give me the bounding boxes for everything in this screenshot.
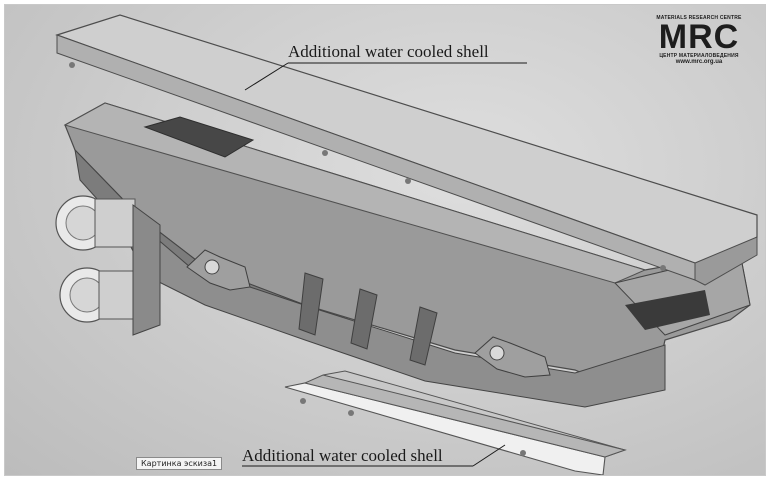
logo-url: www.mrc.org.ua	[675, 59, 723, 65]
mounting-brackets	[186, 249, 551, 378]
cad-assembly-drawing	[55, 14, 758, 475]
main-housing	[63, 102, 751, 408]
mrc-logo: MATERIALS RESEARCH CENTRE MRC ЦЕНТР МАТЕ…	[643, 15, 755, 65]
label-top-shell: Additional water cooled shell	[288, 42, 489, 61]
label-bottom-shell: Additional water cooled shell	[242, 446, 443, 465]
sketch-caption-button[interactable]: Картинка эскиза1	[136, 457, 223, 470]
leader-line-bottom	[472, 444, 506, 467]
logo-brand: MRC	[658, 18, 740, 56]
vibration-motors	[55, 195, 161, 336]
top-water-cooled-shell	[55, 14, 758, 286]
logo-line-ru: ЦЕНТР МАТЕРИАЛОВЕДЕНИЯ	[659, 53, 739, 59]
bottom-water-cooled-shell	[284, 370, 627, 475]
image-frame: Additional water cooled shell Additional…	[4, 4, 766, 476]
leader-line-top	[244, 62, 289, 91]
logo-line-top: MATERIALS RESEARCH CENTRE	[656, 15, 742, 21]
